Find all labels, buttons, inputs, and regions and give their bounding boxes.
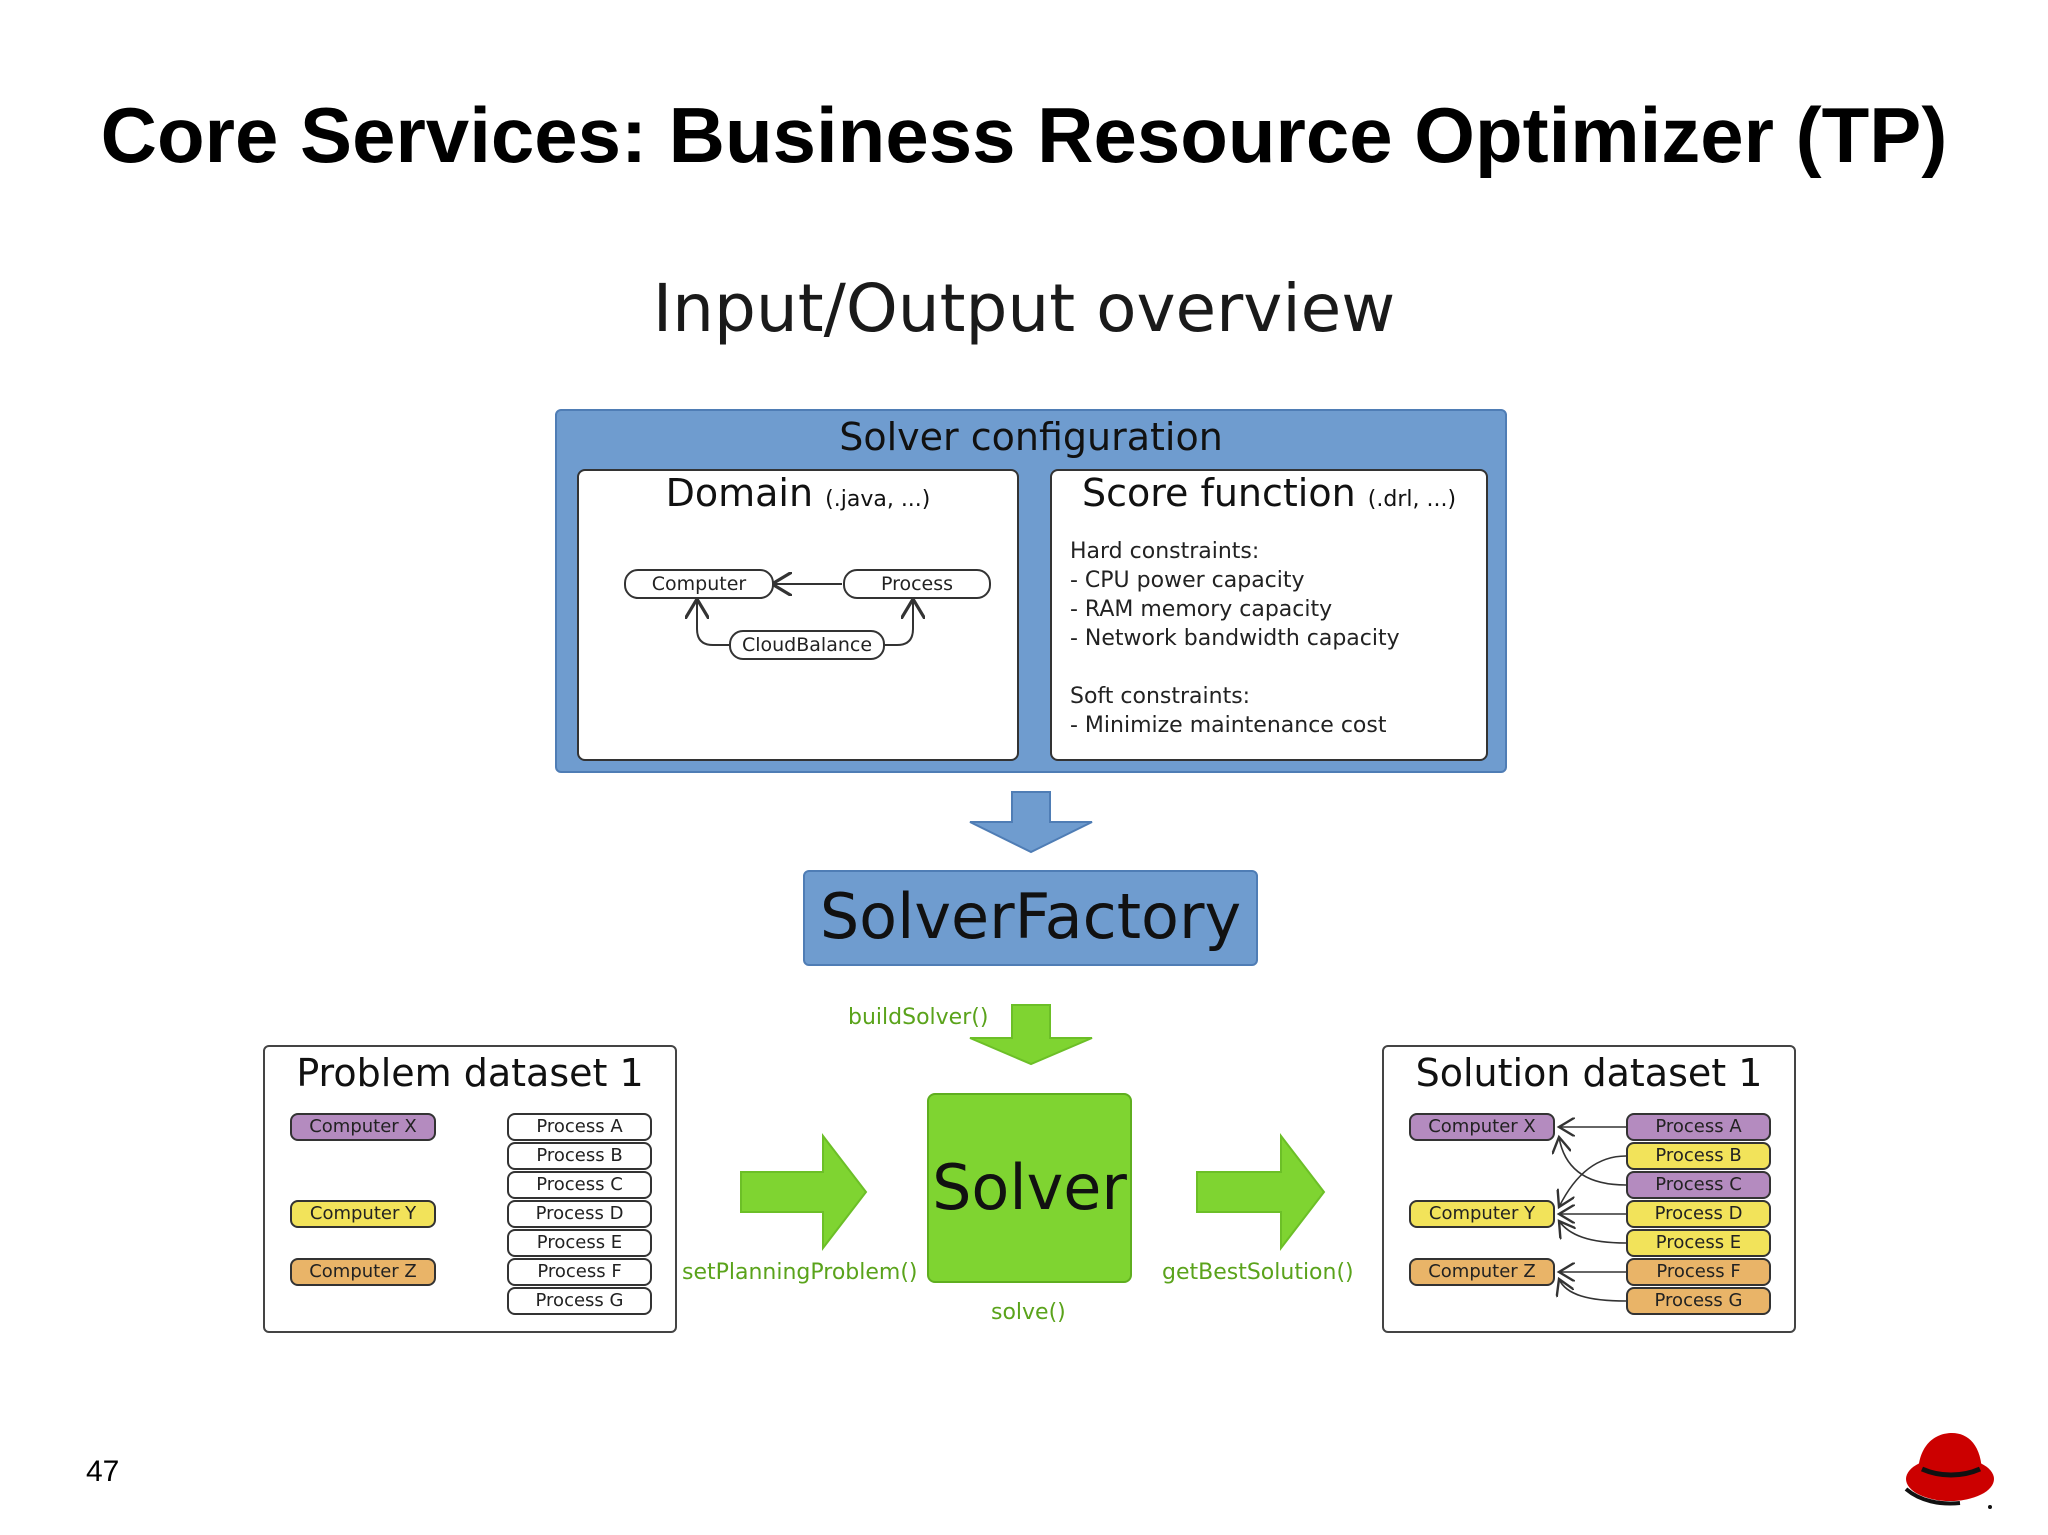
score-line: Hard constraints: — [1070, 539, 1260, 564]
problem-computer-z: Computer Z — [290, 1258, 436, 1286]
score-line: - RAM memory capacity — [1070, 597, 1333, 622]
solution-computer-z: Computer Z — [1409, 1258, 1555, 1286]
down-arrow-green — [969, 1004, 1093, 1066]
redhat-logo-icon — [1904, 1433, 1994, 1509]
problem-dataset-title: Problem dataset 1 — [296, 1051, 644, 1095]
problem-process-g: Process G — [507, 1287, 652, 1315]
score-constraints-text: Hard constraints: - CPU power capacity -… — [1070, 537, 1400, 740]
domain-box: Domain (.java, ...) Computer Process Clo… — [577, 469, 1019, 761]
solution-process-e: Process E — [1626, 1229, 1771, 1257]
problem-process-d: Process D — [507, 1200, 652, 1228]
solution-process-a: Process A — [1626, 1113, 1771, 1141]
score-line: - CPU power capacity — [1070, 568, 1305, 593]
score-function-box: Score function (.drl, ...) Hard constrai… — [1050, 469, 1488, 761]
problem-process-e: Process E — [507, 1229, 652, 1257]
get-best-solution-label: getBestSolution() — [1162, 1260, 1354, 1285]
solver-configuration-title: Solver configuration — [839, 415, 1223, 459]
right-arrow-solver-to-solution — [1196, 1133, 1326, 1251]
problem-process-a: Process A — [507, 1113, 652, 1141]
solution-process-d: Process D — [1626, 1200, 1771, 1228]
solver-factory-box: SolverFactory — [803, 870, 1258, 966]
slide-title: Core Services: Business Resource Optimiz… — [100, 91, 1948, 179]
problem-process-f: Process F — [507, 1258, 652, 1286]
set-planning-problem-label: setPlanningProblem() — [682, 1260, 918, 1285]
build-solver-label: buildSolver() — [848, 1005, 989, 1030]
down-arrow-blue — [969, 791, 1093, 854]
score-line: - Minimize maintenance cost — [1070, 713, 1387, 738]
solution-computer-x: Computer X — [1409, 1113, 1555, 1141]
right-arrow-problem-to-solver — [740, 1133, 868, 1251]
solution-process-b: Process B — [1626, 1142, 1771, 1170]
score-function-title: Score function (.drl, ...) — [1081, 471, 1457, 515]
domain-node-computer: Computer — [624, 569, 774, 599]
solve-label: solve() — [991, 1300, 1066, 1325]
domain-title: Domain (.java, ...) — [665, 471, 931, 515]
problem-dataset-box: Problem dataset 1 Computer X Computer Y … — [263, 1045, 677, 1333]
domain-arrows — [579, 471, 1021, 646]
diagram-title: Input/Output overview — [652, 270, 1396, 347]
solution-process-f: Process F — [1626, 1258, 1771, 1286]
solution-computer-y: Computer Y — [1409, 1200, 1555, 1228]
solution-dataset-title: Solution dataset 1 — [1415, 1051, 1763, 1095]
solution-process-c: Process C — [1626, 1171, 1771, 1199]
page-number: 47 — [86, 1455, 120, 1488]
domain-node-cloudbalance: CloudBalance — [729, 630, 885, 660]
solver-box: Solver — [927, 1093, 1132, 1283]
problem-computer-y: Computer Y — [290, 1200, 436, 1228]
problem-process-c: Process C — [507, 1171, 652, 1199]
solution-process-g: Process G — [1626, 1287, 1771, 1315]
problem-process-b: Process B — [507, 1142, 652, 1170]
problem-computer-x: Computer X — [290, 1113, 436, 1141]
solution-dataset-box: Solution dataset 1 Computer X Computer Y… — [1382, 1045, 1796, 1333]
solution-assignment-arrows — [1384, 1047, 1627, 1302]
score-line: Soft constraints: — [1070, 684, 1251, 709]
domain-node-process: Process — [843, 569, 991, 599]
score-line: - Network bandwidth capacity — [1070, 626, 1400, 651]
solver-configuration-panel: Solver configuration Domain (.java, ...)… — [555, 409, 1507, 773]
